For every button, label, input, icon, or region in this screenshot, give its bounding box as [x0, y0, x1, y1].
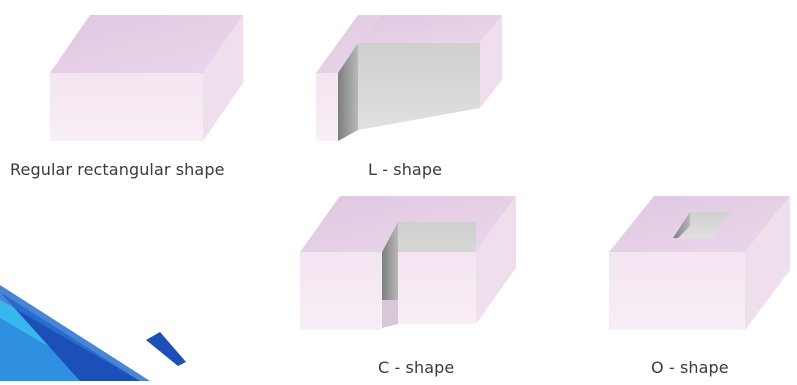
- caption-l-shape: L - shape: [368, 160, 443, 179]
- rect-side-face: [203, 15, 243, 141]
- decorative-blue-accent: [0, 285, 186, 381]
- caption-c-shape: C - shape: [378, 358, 455, 377]
- caption-o-shape: O - shape: [651, 358, 729, 377]
- l-block: [316, 15, 502, 141]
- caption-rectangular-shape: Regular rectangular shape: [10, 160, 225, 179]
- rect-front-face: [50, 73, 203, 141]
- rectangular-block: [50, 15, 243, 141]
- c-block: [300, 196, 516, 330]
- o-block: [609, 196, 790, 330]
- rect-top-face: [50, 15, 243, 73]
